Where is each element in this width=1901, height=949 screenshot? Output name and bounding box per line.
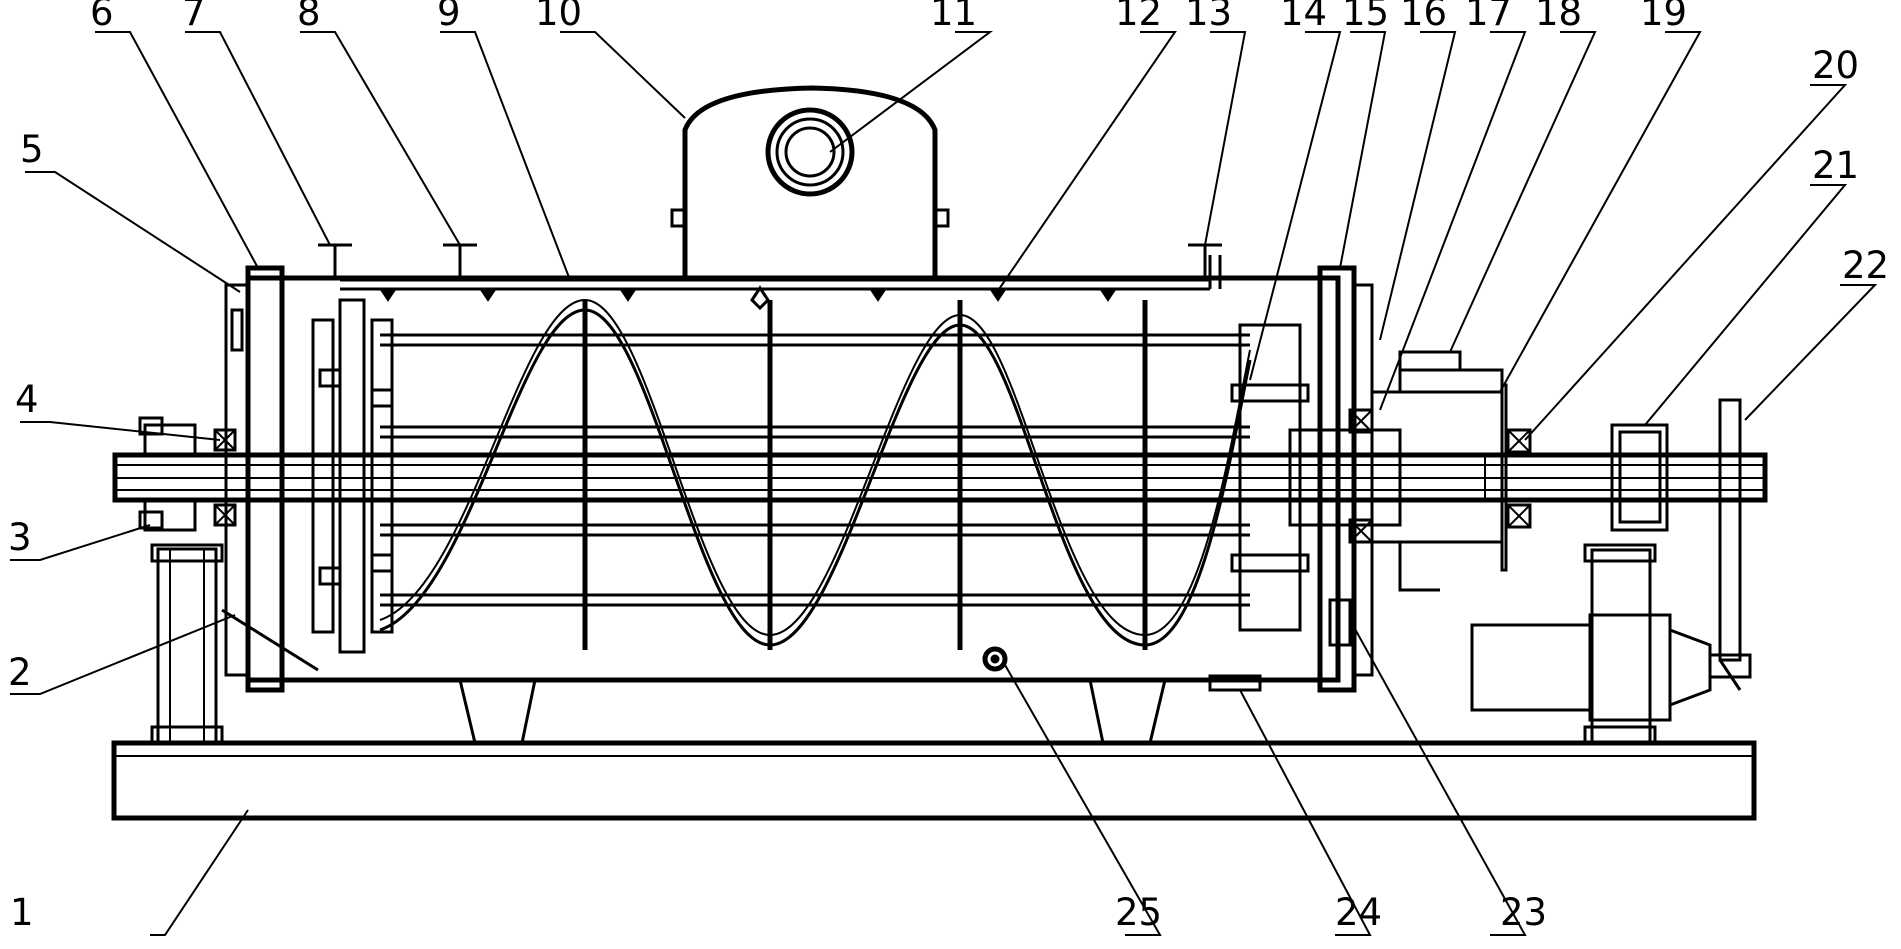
label-12: 12	[1115, 0, 1162, 34]
label-22: 22	[1842, 244, 1889, 287]
label-25: 25	[1115, 891, 1162, 934]
base-frame	[111, 740, 1757, 821]
label-4: 4	[15, 378, 39, 421]
internal-rods	[380, 333, 1250, 607]
label-3: 3	[8, 516, 32, 559]
label-21: 21	[1812, 144, 1859, 187]
label-2: 2	[8, 651, 32, 694]
helical-ribbon	[379, 298, 1252, 647]
label-14: 14	[1280, 0, 1327, 34]
left-disks	[311, 298, 394, 654]
label-6: 6	[90, 0, 114, 34]
label-9: 9	[437, 0, 461, 34]
motor-gearbox	[1470, 543, 1752, 745]
paddles	[582, 300, 1148, 650]
left-end-assembly	[138, 308, 319, 672]
label-13: 13	[1185, 0, 1232, 34]
leader-lines	[10, 31, 1878, 936]
label-15: 15	[1342, 0, 1389, 34]
label-18: 18	[1535, 0, 1582, 34]
part-labels: 1 2 3 4 5 6 7 8 9 10 11 12 13 14 15 16 1…	[8, 0, 1889, 934]
top-nozzles	[318, 243, 1222, 278]
label-11: 11	[930, 0, 977, 34]
label-16: 16	[1400, 0, 1447, 34]
label-24: 24	[1335, 891, 1382, 934]
right-end-assembly	[1328, 350, 1767, 691]
bottom-ports	[982, 646, 1008, 672]
spray-pipe	[340, 255, 1222, 311]
label-23: 23	[1500, 891, 1547, 934]
label-5: 5	[20, 128, 44, 171]
label-7: 7	[182, 0, 206, 34]
label-19: 19	[1640, 0, 1687, 34]
top-dome	[670, 85, 950, 278]
label-8: 8	[297, 0, 321, 34]
label-10: 10	[535, 0, 582, 34]
label-20: 20	[1812, 44, 1859, 87]
label-1: 1	[10, 891, 34, 934]
label-17: 17	[1465, 0, 1512, 34]
vessel-feet	[458, 674, 1262, 745]
right-inner-housing	[1230, 323, 1402, 632]
